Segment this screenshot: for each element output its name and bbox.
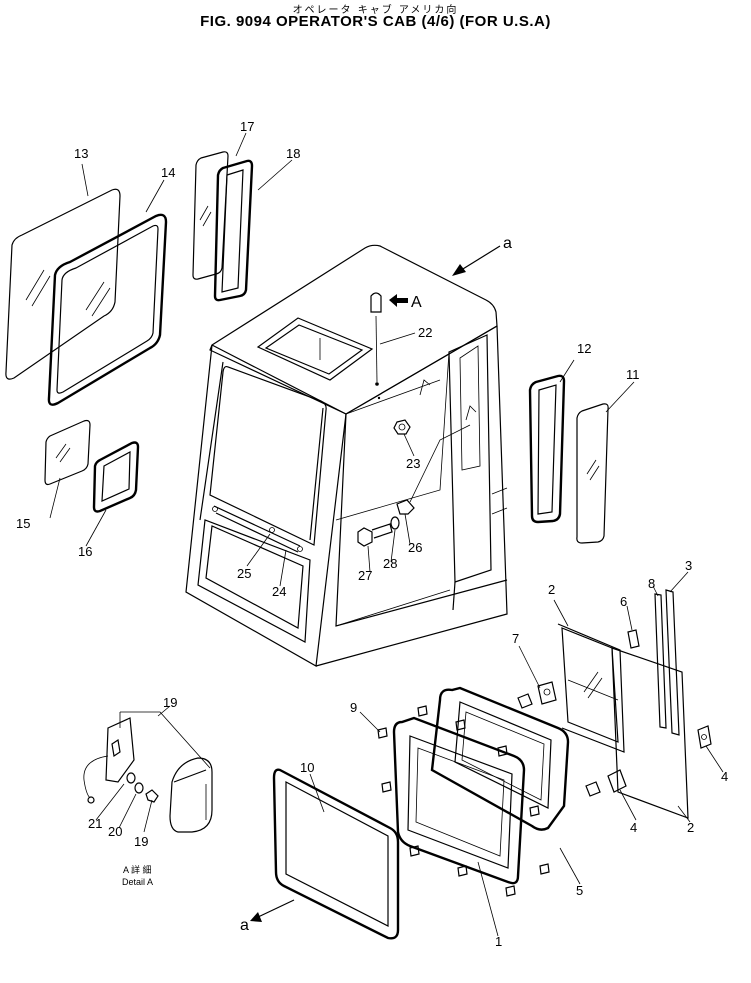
callout-19: 19: [134, 834, 148, 849]
page-title: FIG. 9094 OPERATOR'S CAB (4/6) (FOR U.S.…: [200, 13, 551, 30]
part-4-lock-left: [585, 769, 627, 797]
callout-27: 27: [358, 568, 372, 583]
part-17-narrow-seal: [213, 159, 254, 302]
callout-28: 28: [383, 556, 397, 571]
part-28-washer: [390, 516, 400, 530]
callout-9: 10: [300, 760, 314, 775]
part-5-outer-frame: [430, 686, 570, 831]
part-2-sliding-glass: [557, 623, 689, 819]
callout-23: 23: [406, 456, 420, 471]
part-6-latch-lower: [517, 681, 557, 709]
callout-13: 14: [161, 165, 175, 180]
callout-22: 22: [418, 325, 432, 340]
view-a-bottom-arrow: [250, 899, 295, 922]
part-8-channel: [654, 593, 667, 729]
part-16-narrow-glass: [192, 151, 229, 280]
callout-6-upper: 6: [620, 594, 627, 609]
detail-a-label-jp: A 詳 細: [123, 864, 152, 875]
part-23-nut: [393, 419, 411, 435]
leader-lines: [49, 132, 724, 937]
callout-labels: 13 14 17 18 15 16 12 11 22 23 26 28 27 2…: [16, 119, 728, 949]
callout-12: 13: [74, 146, 88, 161]
callout-24: 24: [272, 584, 286, 599]
detail-a-label-en: Detail A: [122, 877, 153, 887]
callout-2-lower: 2: [687, 820, 694, 835]
part-9-glass-seal: [272, 768, 400, 940]
part-15-small-seal: [92, 441, 140, 513]
callout-26: 26: [408, 540, 422, 555]
detail-a-marker: [370, 292, 408, 313]
callout-1: 1: [495, 934, 502, 949]
callout-14: 15: [16, 516, 30, 531]
view-a-label-bottom: a: [240, 917, 249, 934]
part-14-small-glass: [44, 419, 91, 486]
callout-18: 19: [163, 695, 177, 710]
callout-10: 11: [626, 367, 640, 382]
detail-arrow-label: A: [411, 294, 422, 311]
callout-4-right: 4: [721, 769, 728, 784]
callout-25: 25: [237, 566, 251, 581]
part-27-bolt: [357, 523, 393, 547]
callout-11: 12: [577, 341, 591, 356]
callout-15: 16: [78, 544, 92, 559]
part-3-channel: [665, 589, 680, 736]
part-1-inner-frame: [392, 716, 526, 885]
part-12-side-glass: [5, 188, 121, 380]
view-a-top-arrow: [452, 245, 501, 276]
callout-20: 20: [108, 824, 122, 839]
callout-6-lower: 7: [512, 631, 519, 646]
part-22-pin: [375, 315, 381, 400]
part-10-glass: [576, 403, 609, 544]
callout-2-upper: 2: [548, 582, 555, 597]
callout-16: 17: [240, 119, 254, 134]
part-13-glass-seal: [47, 213, 168, 406]
page-subtitle-japanese: オペレータ キャブ アメリカ向: [292, 5, 459, 16]
callout-3: 3: [685, 558, 692, 573]
view-a-label-top: a: [503, 235, 512, 252]
part-6-latch-upper: [627, 629, 640, 649]
part-11-seal: [528, 374, 566, 524]
part-7-clips: [377, 705, 550, 897]
detail-a-lamp-assembly: [83, 711, 213, 833]
callout-5: 5: [576, 883, 583, 898]
cab-body: [185, 244, 508, 667]
callout-4-lower: 4: [630, 820, 637, 835]
part-26-bracket: [396, 424, 471, 515]
callout-8: 8: [648, 576, 655, 591]
part-4-lock-right: [697, 725, 712, 749]
callout-21: 21: [88, 816, 102, 831]
callout-17: 18: [286, 146, 300, 161]
callout-7: 9: [350, 700, 357, 715]
